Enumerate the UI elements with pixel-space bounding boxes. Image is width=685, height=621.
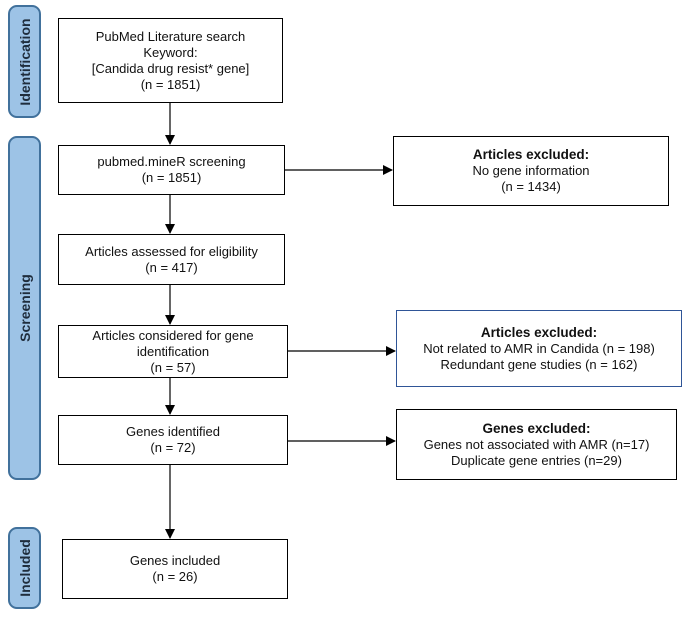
- considered-label: identification: [136, 343, 210, 359]
- included-label: Genes included: [129, 553, 221, 568]
- excluded-box-3: Genes excluded: Genes not associated wit…: [396, 409, 677, 480]
- considered-box: Articles considered for gene identificat…: [58, 325, 288, 378]
- excluded-3-reason: Duplicate gene entries (n=29): [451, 452, 622, 468]
- included-box: Genes included (n = 26): [62, 539, 288, 599]
- excluded-box-2: Articles excluded: Not related to AMR in…: [396, 310, 682, 387]
- identified-box: Genes identified (n = 72): [58, 415, 288, 465]
- excluded-2-heading: Articles excluded:: [480, 324, 598, 340]
- identified-count: (n = 72): [150, 440, 196, 455]
- search-line: [Candida drug resist* gene]: [91, 60, 250, 76]
- search-line: Keyword:: [143, 44, 198, 60]
- excluded-1-reason: No gene information: [472, 163, 590, 178]
- mining-screening-box: pubmed.mineR screening (n = 1851): [58, 145, 285, 195]
- search-line: PubMed Literature search: [95, 28, 246, 44]
- eligibility-label: Articles assessed for eligibility: [85, 243, 258, 259]
- excluded-3-reason: Genes not associated with AMR (n=17): [423, 436, 650, 452]
- mining-screening-label: pubmed.mineR screening: [97, 154, 246, 169]
- phase-identification-label: Identification: [16, 17, 33, 106]
- phase-identification: Identification: [8, 5, 41, 118]
- phase-included: Included: [8, 527, 41, 609]
- excluded-box-1: Articles excluded: No gene information (…: [393, 136, 669, 206]
- mining-screening-count: (n = 1851): [141, 170, 202, 185]
- excluded-1-heading: Articles excluded:: [472, 147, 590, 162]
- considered-count: (n = 57): [150, 359, 196, 375]
- search-box: PubMed Literature search Keyword: [Candi…: [58, 18, 283, 103]
- search-count: (n = 1851): [140, 76, 201, 92]
- eligibility-count: (n = 417): [145, 259, 198, 275]
- considered-label: Articles considered for gene: [92, 327, 254, 343]
- excluded-2-reason: Redundant gene studies (n = 162): [440, 356, 638, 372]
- eligibility-box: Articles assessed for eligibility (n = 4…: [58, 234, 285, 285]
- included-count: (n = 26): [152, 569, 198, 584]
- excluded-1-count: (n = 1434): [501, 179, 561, 194]
- excluded-3-heading: Genes excluded:: [482, 420, 591, 436]
- phase-screening-label: Screening: [16, 274, 33, 342]
- phase-screening: Screening: [8, 136, 41, 480]
- phase-included-label: Included: [16, 539, 33, 597]
- identified-label: Genes identified: [126, 424, 220, 439]
- excluded-2-reason: Not related to AMR in Candida (n = 198): [423, 340, 655, 356]
